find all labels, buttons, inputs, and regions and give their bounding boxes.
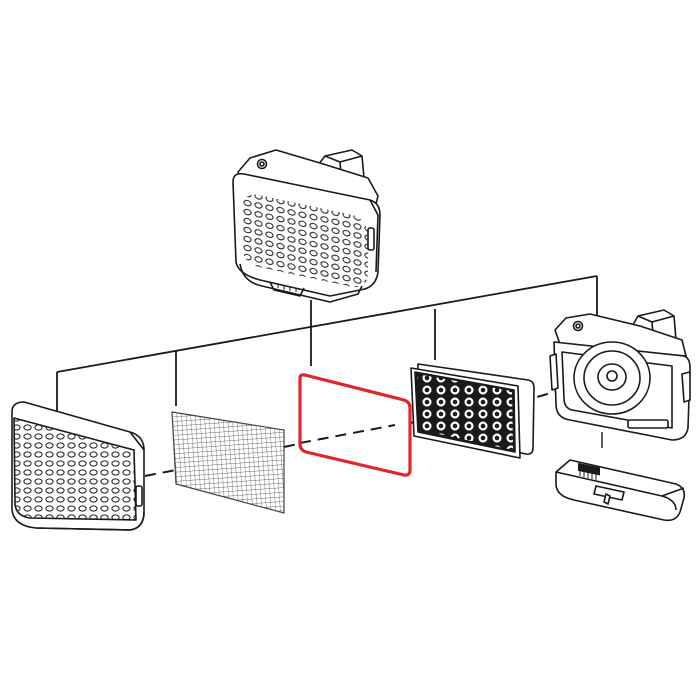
blower-housing-icon	[549, 309, 691, 448]
branch-line	[56, 275, 598, 373]
connector-tree	[56, 275, 598, 425]
mesh-prefilter-icon	[171, 411, 285, 514]
gasket-frame-icon	[298, 373, 412, 477]
blower-unit-icon	[232, 149, 381, 303]
filter-cartridge-icon	[410, 363, 535, 459]
battery-icon	[555, 459, 686, 522]
perforated-cover-icon	[11, 401, 145, 531]
